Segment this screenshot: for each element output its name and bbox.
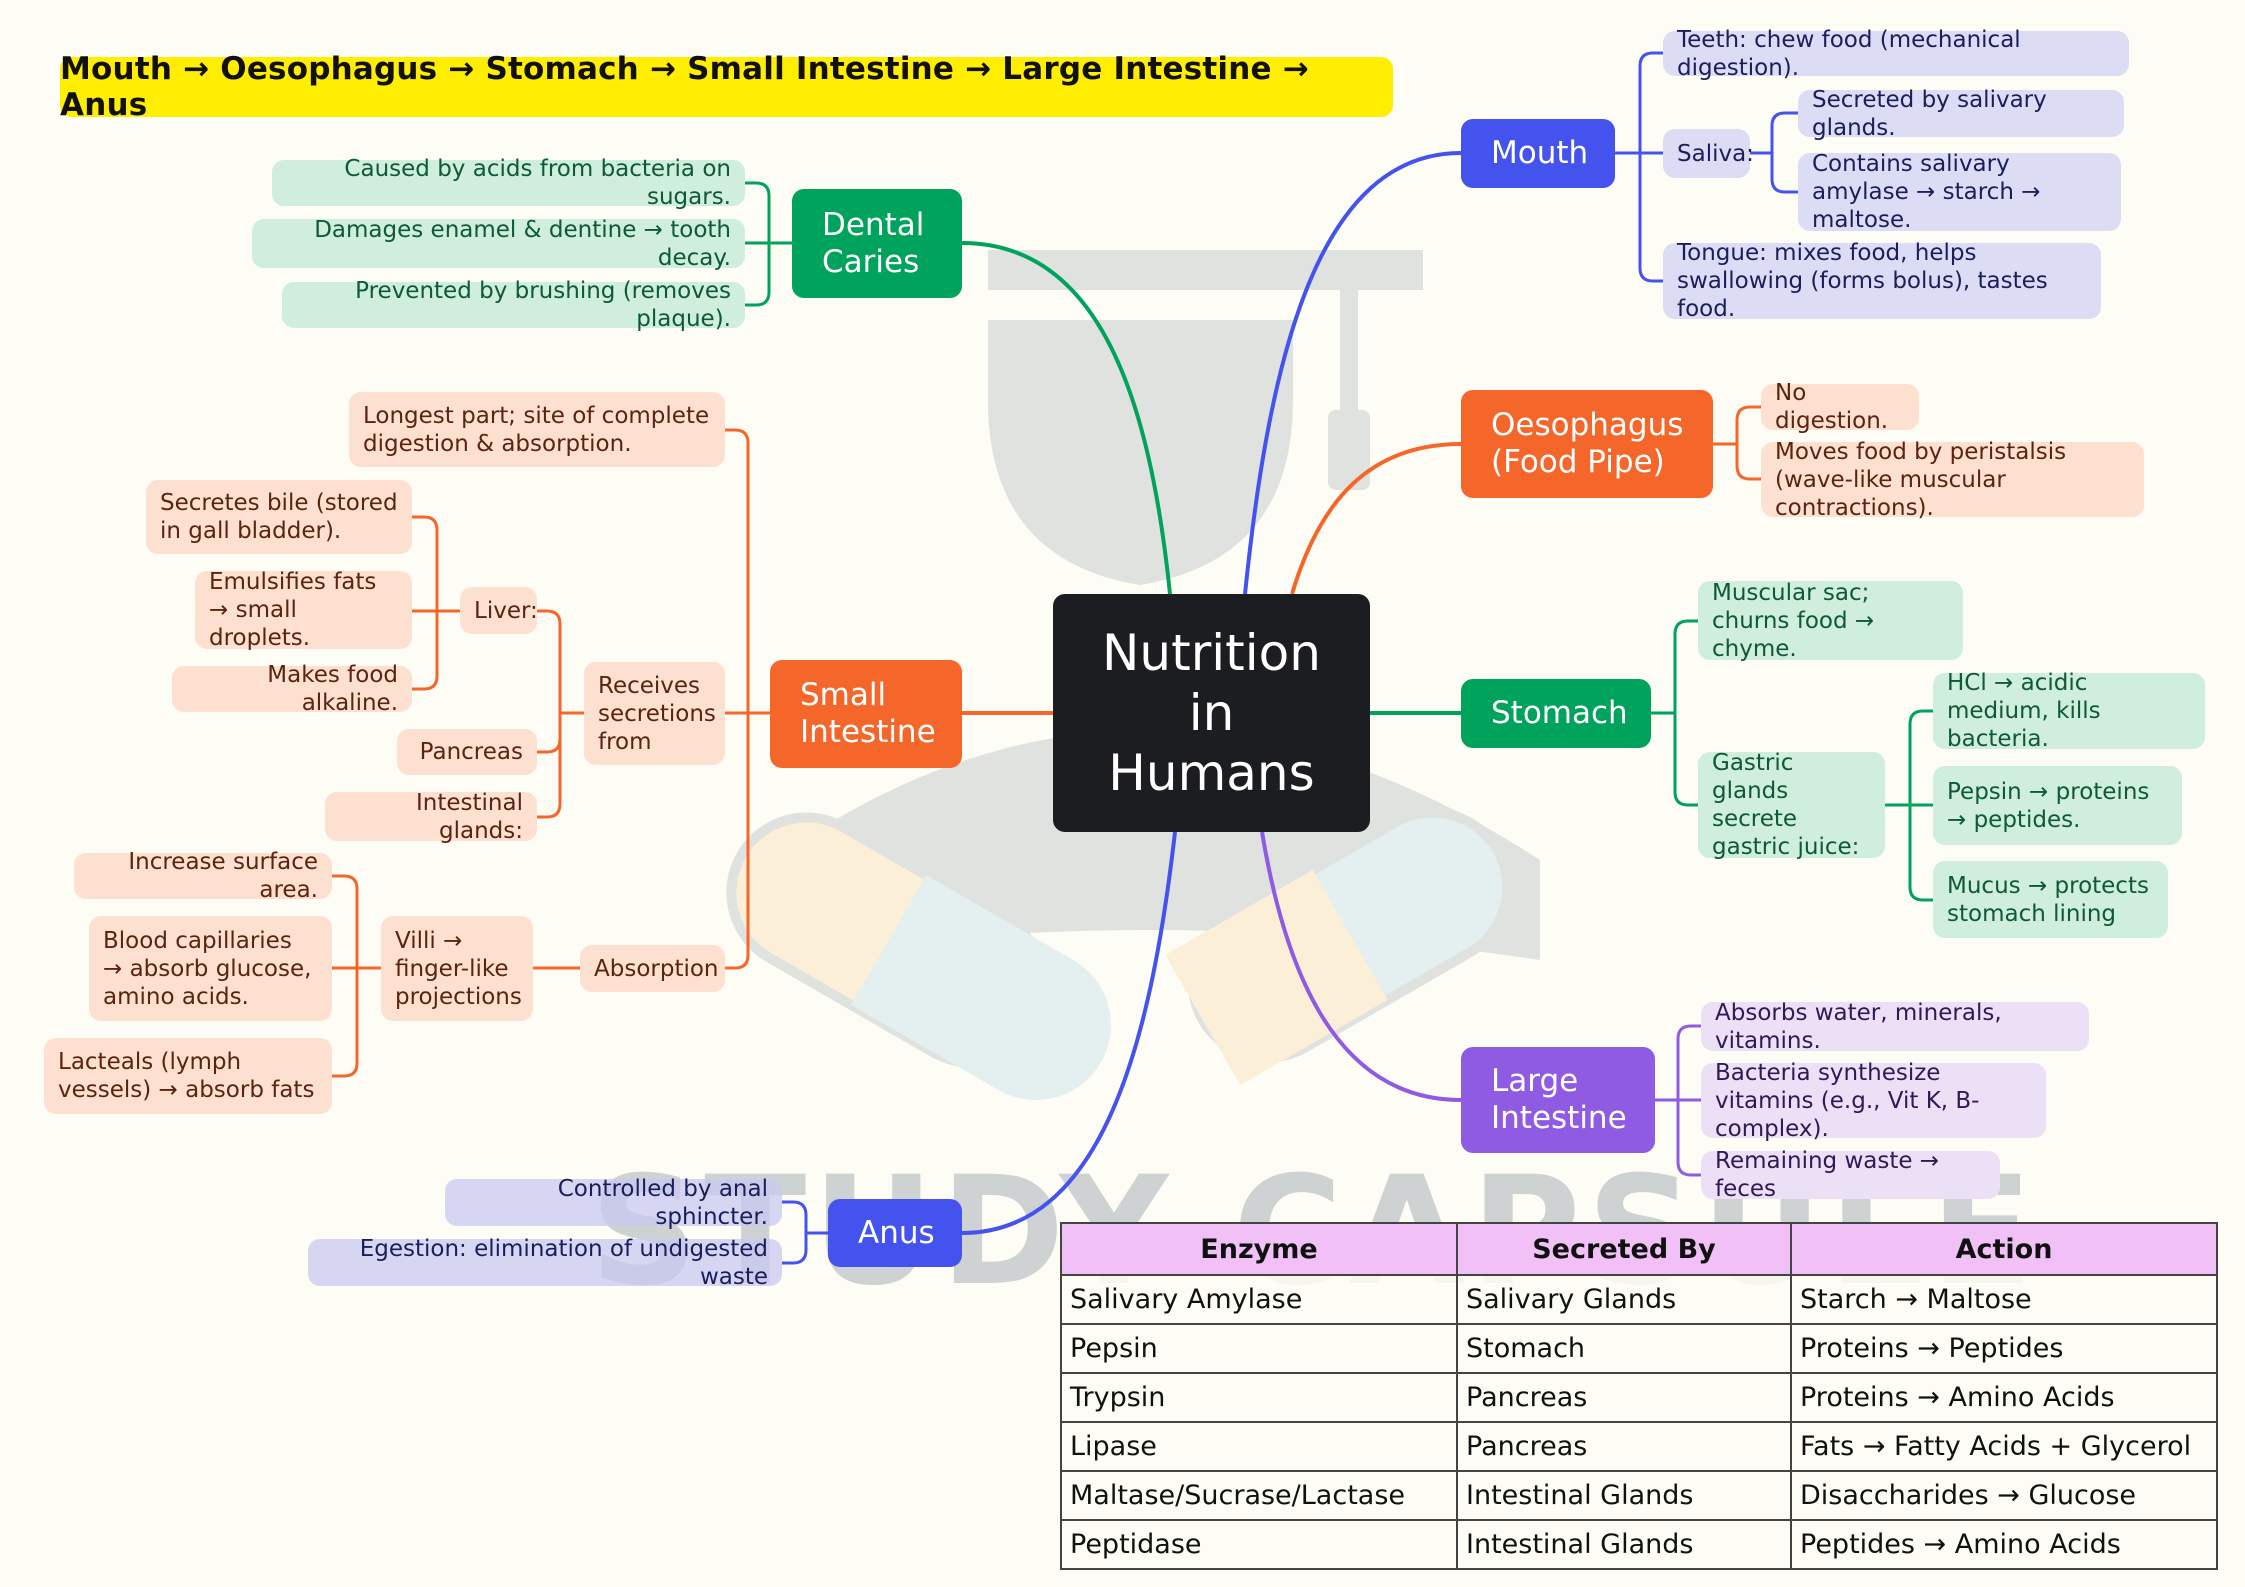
- cell-enzyme: Maltase/Sucrase/Lactase: [1060, 1470, 1458, 1521]
- watermark-pill-left: [726, 812, 1111, 1100]
- central-topic-line1: Nutrition: [1102, 624, 1321, 682]
- leaf-mucus[interactable]: Mucus → protects stomach lining: [1933, 861, 2168, 938]
- connector-oesophagus: [1290, 442, 1462, 595]
- node-mouth[interactable]: Mouth: [1461, 119, 1615, 188]
- cell-secreted-by: Pancreas: [1456, 1421, 1792, 1472]
- leaf-anal-sphincter[interactable]: Controlled by anal sphincter.: [445, 1176, 782, 1230]
- leaf-surface-area[interactable]: Increase surface area.: [74, 849, 332, 903]
- cell-enzyme: Pepsin: [1060, 1323, 1458, 1374]
- leaf-liver[interactable]: Liver:: [460, 587, 538, 634]
- cell-action: Fats → Fatty Acids + Glycerol: [1790, 1421, 2218, 1472]
- dental-branches: [745, 181, 792, 307]
- leaf-receives-secretions[interactable]: Receives secretions from: [584, 662, 725, 765]
- villi-branches: [332, 874, 580, 1078]
- leaf-blood-capillaries[interactable]: Blood capillaries → absorb glucose, amin…: [89, 916, 332, 1021]
- anus-branches: [782, 1200, 828, 1265]
- leaf-hcl[interactable]: HCl → acidic medium, kills bacteria.: [1933, 670, 2205, 752]
- leaf-muscular-sac[interactable]: Muscular sac; churns food → chyme.: [1698, 580, 1963, 662]
- leaf-alkaline[interactable]: Makes food alkaline.: [172, 662, 412, 716]
- leaf-longest-part[interactable]: Longest part; site of complete digestion…: [349, 392, 725, 467]
- leaf-prevented-brushing[interactable]: Prevented by brushing (removes plaque).: [282, 278, 745, 332]
- leaf-no-digestion[interactable]: No digestion.: [1761, 380, 1919, 434]
- leaf-lacteals[interactable]: Lacteals (lymph vessels) → absorb fats: [44, 1038, 332, 1114]
- large-intestine-branches: [1655, 1024, 1701, 1177]
- table-row: Lipase Pancreas Fats → Fatty Acids + Gly…: [1060, 1421, 2218, 1472]
- leaf-saliva-secreted[interactable]: Secreted by salivary glands.: [1798, 87, 2124, 141]
- oesophagus-branches: [1713, 405, 1761, 481]
- node-large-intestine[interactable]: Large Intestine: [1461, 1047, 1655, 1153]
- saliva-branches: [1750, 111, 1798, 194]
- node-stomach[interactable]: Stomach: [1461, 679, 1651, 748]
- header-enzyme: Enzyme: [1060, 1222, 1458, 1276]
- leaf-villi[interactable]: Villi → finger-like projections: [381, 916, 533, 1021]
- table-row: Peptidase Intestinal Glands Peptides → A…: [1060, 1519, 2218, 1570]
- header-action: Action: [1790, 1222, 2218, 1276]
- table-row: Salivary Amylase Salivary Glands Starch …: [1060, 1274, 2218, 1325]
- receives-branches: [537, 609, 584, 819]
- node-anus[interactable]: Anus: [828, 1199, 962, 1267]
- leaf-intestinal-glands[interactable]: Intestinal glands:: [325, 790, 537, 844]
- cell-secreted-by: Salivary Glands: [1456, 1274, 1792, 1325]
- cell-action: Peptides → Amino Acids: [1790, 1519, 2218, 1570]
- leaf-absorption[interactable]: Absorption: [580, 945, 725, 992]
- cell-secreted-by: Pancreas: [1456, 1372, 1792, 1423]
- table-row: Maltase/Sucrase/Lactase Intestinal Gland…: [1060, 1470, 2218, 1521]
- connector-dental: [961, 241, 1172, 595]
- connector-mouth: [1243, 151, 1462, 595]
- enzyme-table: Enzyme Secreted By Action Salivary Amyla…: [1060, 1222, 2218, 1570]
- connector-large-intestine: [1260, 831, 1462, 1102]
- node-dental-caries[interactable]: Dental Caries: [792, 189, 962, 298]
- central-topic-line3: Humans: [1108, 744, 1315, 802]
- cell-action: Proteins → Peptides: [1790, 1323, 2218, 1374]
- central-topic-line2: in: [1188, 684, 1235, 742]
- watermark-cap-body: [988, 320, 1293, 585]
- table-row: Trypsin Pancreas Proteins → Amino Acids: [1060, 1372, 2218, 1423]
- watermark-cap-tassel: [1340, 270, 1358, 420]
- leaf-remaining-waste[interactable]: Remaining waste → feces: [1701, 1148, 2000, 1202]
- table-row: Pepsin Stomach Proteins → Peptides: [1060, 1323, 2218, 1374]
- cell-enzyme: Peptidase: [1060, 1519, 1458, 1570]
- header-secreted-by: Secreted By: [1456, 1222, 1792, 1276]
- cell-secreted-by: Intestinal Glands: [1456, 1470, 1792, 1521]
- leaf-tongue[interactable]: Tongue: mixes food, helps swallowing (fo…: [1663, 240, 2101, 322]
- node-small-intestine[interactable]: Small Intestine: [770, 660, 962, 768]
- leaf-pepsin[interactable]: Pepsin → proteins → peptides.: [1933, 766, 2182, 845]
- mouth-branches: [1615, 51, 1663, 283]
- cell-secreted-by: Intestinal Glands: [1456, 1519, 1792, 1570]
- leaf-pancreas[interactable]: Pancreas: [397, 729, 537, 775]
- cell-enzyme: Trypsin: [1060, 1372, 1458, 1423]
- leaf-absorbs-water[interactable]: Absorbs water, minerals, vitamins.: [1701, 1000, 2089, 1054]
- leaf-bacteria-vitamins[interactable]: Bacteria synthesize vitamins (e.g., Vit …: [1701, 1060, 2046, 1142]
- leaf-secretes-bile[interactable]: Secretes bile (stored in gall bladder).: [146, 480, 412, 554]
- leaf-gastric-glands[interactable]: Gastric glands secrete gastric juice:: [1698, 750, 1885, 860]
- leaf-emulsifies-fats[interactable]: Emulsifies fats → small droplets.: [195, 569, 412, 651]
- pathway-banner: Mouth → Oesophagus → Stomach → Small Int…: [60, 51, 1393, 123]
- cell-enzyme: Salivary Amylase: [1060, 1274, 1458, 1325]
- node-oesophagus[interactable]: Oesophagus (Food Pipe): [1461, 390, 1713, 498]
- cell-secreted-by: Stomach: [1456, 1323, 1792, 1374]
- watermark-tassel-end: [1328, 410, 1370, 490]
- table-header-row: Enzyme Secreted By Action: [1060, 1222, 2218, 1276]
- small-intestine-branches: [725, 428, 770, 970]
- central-topic[interactable]: Nutrition in Humans: [1053, 594, 1370, 832]
- leaf-damages-enamel[interactable]: Damages enamel & dentine → tooth decay.: [252, 217, 745, 271]
- cell-action: Disaccharides → Glucose: [1790, 1470, 2218, 1521]
- leaf-teeth[interactable]: Teeth: chew food (mechanical digestion).: [1663, 27, 2129, 81]
- stomach-branches: [1651, 619, 1698, 807]
- leaf-saliva[interactable]: Saliva:: [1663, 129, 1754, 178]
- liver-branches: [412, 515, 460, 691]
- leaf-egestion[interactable]: Egestion: elimination of undigested wast…: [308, 1236, 782, 1290]
- leaf-peristalsis[interactable]: Moves food by peristalsis (wave-like mus…: [1761, 439, 2144, 521]
- cell-enzyme: Lipase: [1060, 1421, 1458, 1472]
- leaf-caused-by-acids[interactable]: Caused by acids from bacteria on sugars.: [272, 156, 745, 210]
- leaf-saliva-amylase[interactable]: Contains salivary amylase → starch → mal…: [1798, 151, 2121, 233]
- cell-action: Proteins → Amino Acids: [1790, 1372, 2218, 1423]
- gastric-branches: [1885, 709, 1933, 902]
- cell-action: Starch → Maltose: [1790, 1274, 2218, 1325]
- connector-anus: [961, 831, 1177, 1235]
